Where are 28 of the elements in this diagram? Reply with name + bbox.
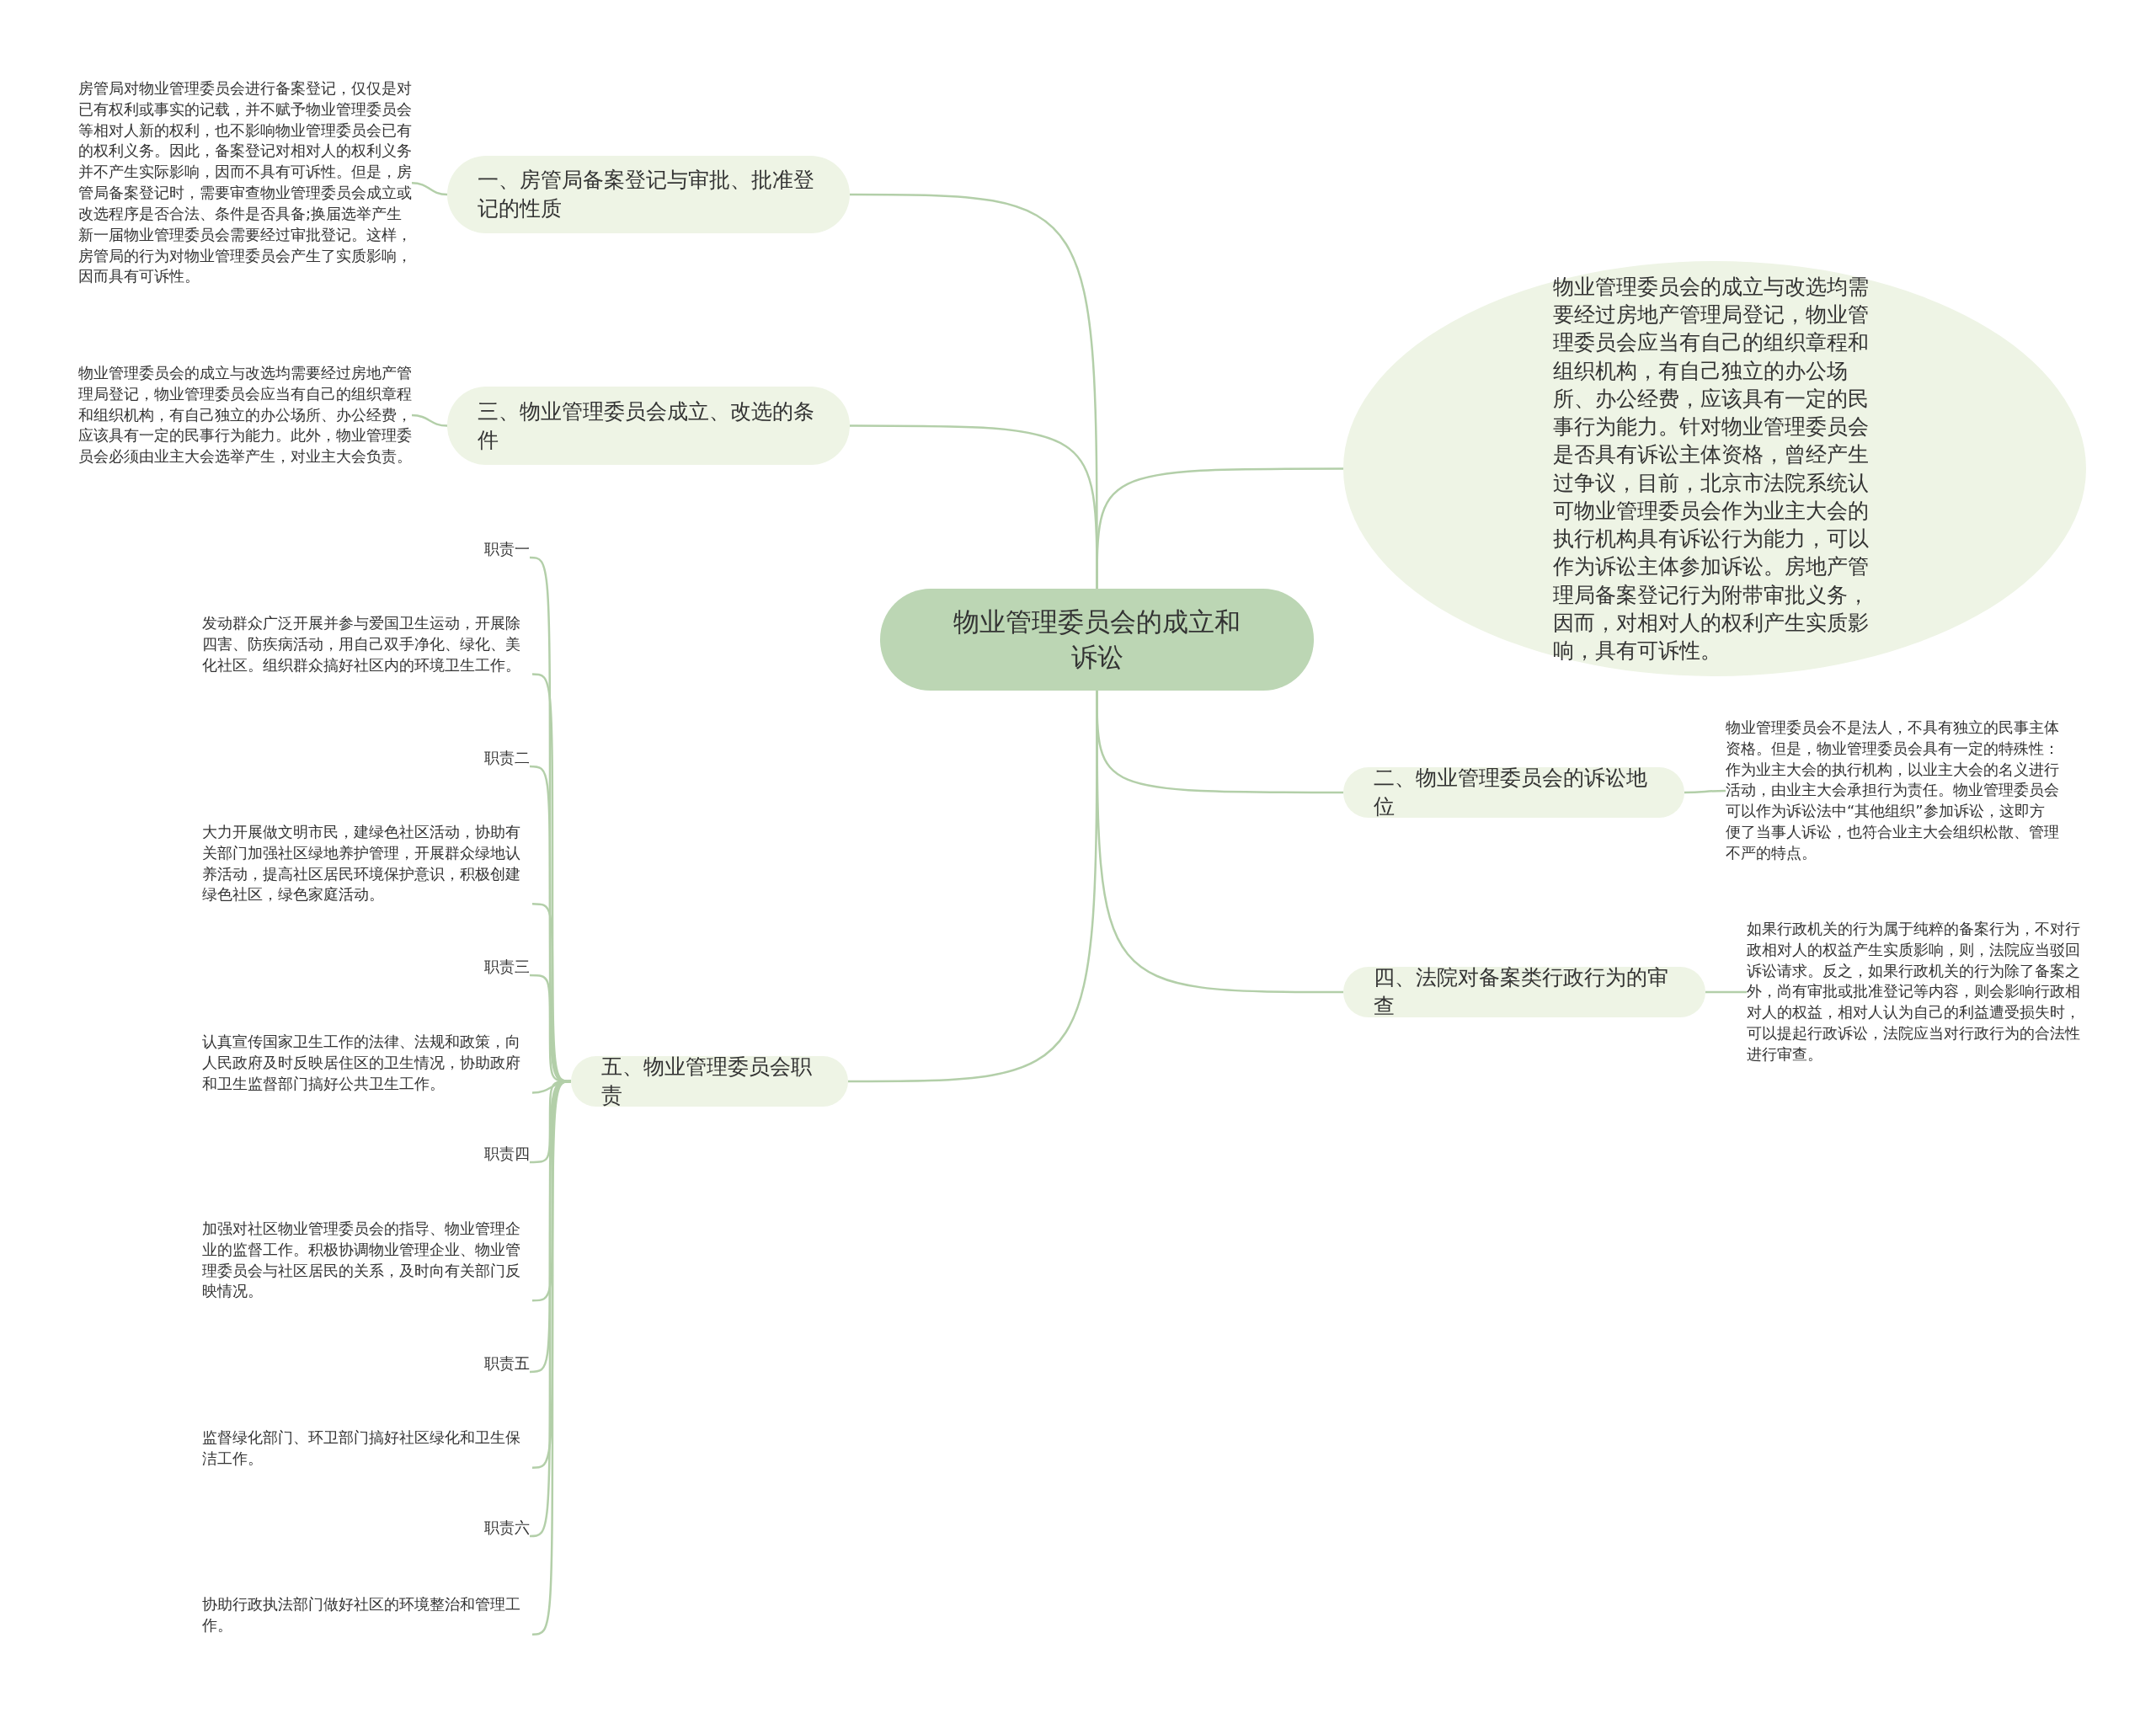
topic-label: 一、房管局备案登记与审批、批准登记的性质	[478, 167, 815, 222]
note-text: 发动群众广泛开展并参与爱国卫生运动，开展除四害、防疾病活动，用自己双手净化、绿化、美化社区。组织群众搞好社区内的环境卫生工作。	[202, 613, 521, 675]
topic-label: 物业管理委员会的成立和诉讼	[953, 605, 1241, 674]
duty-label: 职责六	[483, 1518, 530, 1538]
note-text: 如果行政机关的行为属于纯粹的备案行为，不对行政相对人的权益产生实质影响，则，法院应当驳回诉讼请求。反之，如果行政机关的行为除了备案之外，尚有审批或批准登记等内容，则会影响行政相对人的权益，相对人认为自己的利益遭受损失时，可以提起行政诉讼，法院应当对行政行为的合法性进行审查。	[1747, 919, 2080, 1065]
note-text: 认真宣传国家卫生工作的法律、法规和政策，向人民政府及时反映居住区的卫生情况，协助政府和卫生监督部门搞好公共卫生工作。	[202, 1032, 521, 1094]
note-text: 物业管理委员会的成立与改选均需要经过房地产管理局登记，物业管理委员会应当有自己的组织章程和组织机构，有自己独立的办公场所、办公经费，应该具有一定的民事行为能力。此外，物业管理委员会必须由业主大会选举产生，对业主大会负责。	[78, 363, 412, 467]
topic-label: 四、法院对备案类行政行为的审查	[1374, 964, 1669, 1020]
topic-label: 三、物业管理委员会成立、改选的条件	[478, 398, 815, 454]
topic-label: 二、物业管理委员会的诉讼地位	[1374, 765, 1648, 820]
topic-label: 五、物业管理委员会职责	[601, 1054, 813, 1109]
duty-label: 职责三	[483, 957, 530, 977]
note-text: 协助行政执法部门做好社区的环境整治和管理工作。	[202, 1594, 521, 1636]
note-text: 加强对社区物业管理委员会的指导、物业管理企业的监督工作。积极协调物业管理企业、物业管理委员会与社区居民的关系，及时向有关部门反映情况。	[202, 1219, 521, 1302]
topic-text: 物业管理委员会的成立与改选均需要经过房地产管理局登记，物业管理委员会应当有自己的组织章程和组织机构，有自己独立的办公场所、办公经费，应该具有一定的民事行为能力。针对物业管理委员会是否具有诉讼主体资格，曾经产生过争议，目前，北京市法院系统认可物业管理委员会作为业主大会的执行机构具有诉讼行为能力，可以作为诉讼主体参加诉讼。房地产管理局备案登记行为附带审批义务，因而，对相对人的权利产生实质影响，具有可诉性。	[1552, 273, 1870, 664]
duty-label: 职责二	[483, 748, 530, 768]
connector-line	[411, 181, 448, 196]
note-text: 监督绿化部门、环卫部门搞好社区绿化和卫生保洁工作。	[202, 1428, 521, 1469]
note-text: 物业管理委员会不是法人，不具有独立的民事主体资格。但是，物业管理委员会具有一定的特殊性：作为业主大会的执行机构，以业主大会的名义进行活动，由业主大会承担行为责任。物业管理委员会可以作为诉讼法中“其他组织”参加诉讼，这即方便了当事人诉讼，也符合业主大会组织松散、管理不严的特点。	[1726, 718, 2059, 863]
note-text: 房管局对物业管理委员会进行备案登记，仅仅是对已有权利或事实的记载，并不赋予物业管理委员会等相对人新的权利，也不影响物业管理委员会已有的权利义务。因此，备案登记对相对人的权利义务并不产生实际影响，因而不具有可诉性。但是，房管局备案登记时，需要审查物业管理委员会成立或改选程序是否合法、条件是否具备;换届选举产生新一届物业管理委员会需要经过审批登记。这样，房管局的行为对物业管理委员会产生了实质影响，因而具有可诉性。	[78, 78, 412, 287]
connector-line	[1096, 467, 1343, 590]
connector-line	[1705, 990, 1747, 994]
connector-line	[1684, 789, 1726, 794]
connector-line	[411, 414, 448, 427]
duty-label: 职责四	[483, 1144, 530, 1164]
duty-label: 职责一	[483, 539, 530, 559]
duty-label: 职责五	[483, 1353, 530, 1374]
note-text: 大力开展做文明市民，建绿色社区活动，协助有关部门加强社区绿地养护管理，开展群众绿地认养活动，提高社区居民环境保护意识，积极创建绿色社区，绿色家庭活动。	[202, 822, 521, 905]
